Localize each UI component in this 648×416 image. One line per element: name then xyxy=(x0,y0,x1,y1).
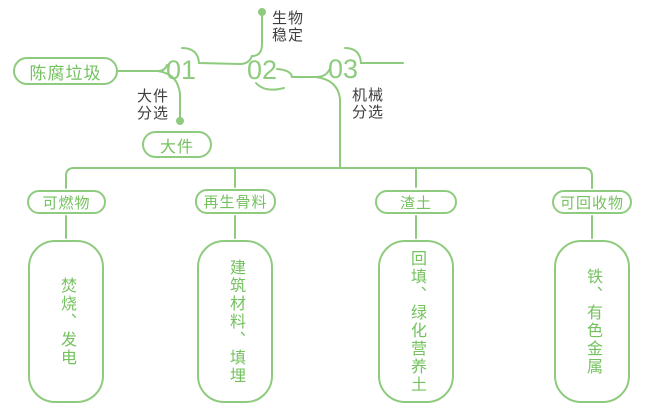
step-number-01: 01 xyxy=(165,55,197,85)
output-label-combustibles: 可燃物 xyxy=(42,194,91,212)
bulky-item-node: 大件 xyxy=(142,131,212,158)
wire-bio-stabilize xyxy=(251,15,263,57)
step-number-03: 03 xyxy=(327,54,359,84)
output-node-residue-soil: 渣土 xyxy=(375,190,457,214)
use-box-recycled-aggregate: 建筑材料、填埋 xyxy=(197,240,273,403)
wire-smile-under-02 xyxy=(255,82,285,91)
step1-label-bulky-sorting: 大件 分选 xyxy=(137,88,169,122)
step3-label-line2: 分选 xyxy=(352,104,385,121)
wire-branch-to-distribution xyxy=(315,76,341,168)
output-label-recycled-aggregate: 再生骨料 xyxy=(203,194,268,211)
output-label-residue-soil: 渣土 xyxy=(399,194,432,212)
use-box-combustibles: 焚烧、发电 xyxy=(28,240,104,403)
step1-label-line1: 大件 xyxy=(137,88,170,105)
source-label: 陈腐垃圾 xyxy=(29,63,102,83)
step-number-02: 02 xyxy=(246,55,278,85)
wire-distribution-bus xyxy=(65,167,593,189)
connector-dot-bulky xyxy=(176,117,184,125)
step1-label-line2: 分选 xyxy=(137,105,170,122)
step2-label-line1: 生物 xyxy=(272,10,305,27)
wire-arc-over-03 xyxy=(344,47,404,64)
output-node-recycled-aggregate: 再生骨料 xyxy=(195,189,276,214)
output-label-recyclables: 可回收物 xyxy=(559,194,624,212)
wire-branch-to-bulky xyxy=(157,70,181,118)
connector-dot-bio xyxy=(258,8,266,16)
use-text-residue-soil: 回填、绿化营养土 xyxy=(408,249,425,394)
use-text-combustibles: 焚烧、发电 xyxy=(58,276,75,367)
output-node-combustibles: 可燃物 xyxy=(27,190,106,214)
source-node: 陈腐垃圾 xyxy=(13,57,118,85)
wire-hook-into-02 xyxy=(239,55,253,65)
wire-after-02 xyxy=(276,68,317,78)
bulky-item-label: 大件 xyxy=(159,138,194,156)
use-box-recyclables: 铁、有色金属 xyxy=(554,240,630,403)
use-box-residue-soil: 回填、绿化营养土 xyxy=(378,240,454,403)
step3-label-line1: 机械 xyxy=(352,87,385,104)
output-node-recyclables: 可回收物 xyxy=(552,190,632,214)
step2-label-line2: 稳定 xyxy=(272,27,305,44)
step2-label-bio-stabilization: 生物 稳定 xyxy=(272,10,304,44)
step3-label-mechanical-sorting: 机械 分选 xyxy=(352,87,384,121)
wire-arc-over-01 xyxy=(181,47,241,65)
use-text-recyclables: 铁、有色金属 xyxy=(584,267,601,376)
use-text-recycled-aggregate: 建筑材料、填埋 xyxy=(227,258,244,385)
